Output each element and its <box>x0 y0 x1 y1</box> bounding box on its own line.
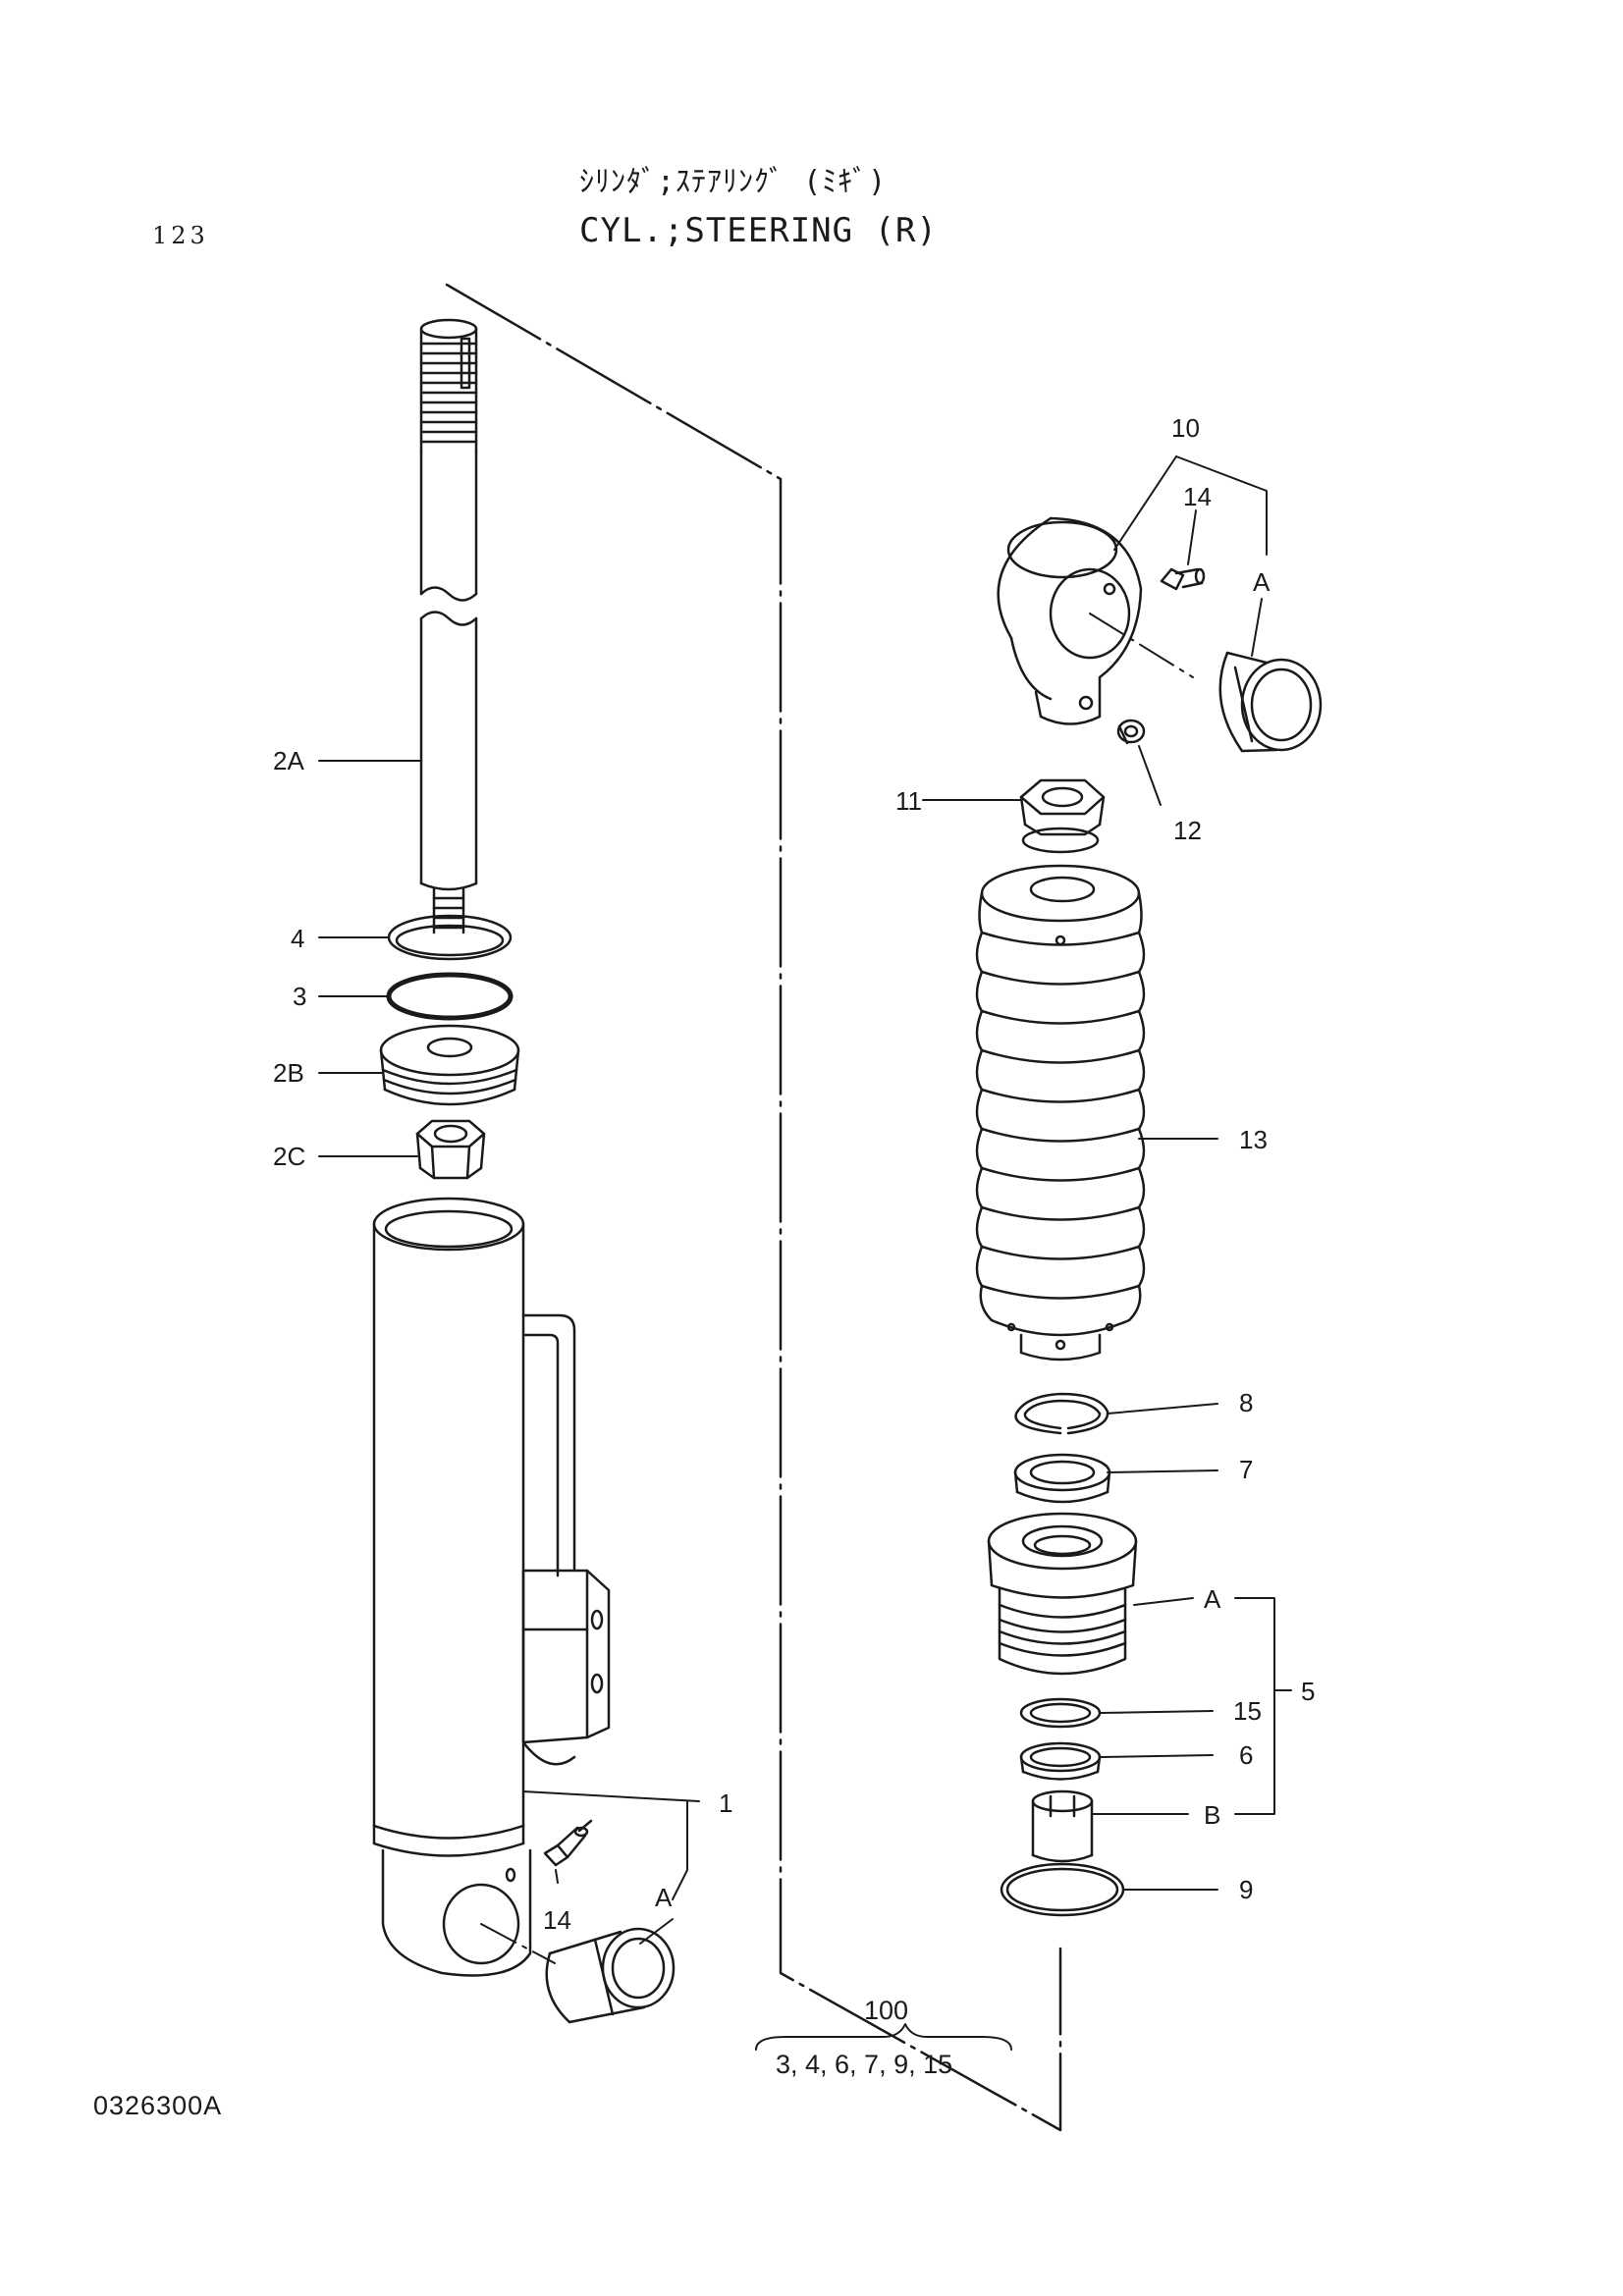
callout-11: 11 <box>895 786 922 816</box>
large-o-ring <box>1000 1862 1125 1917</box>
seal-ring <box>1019 1741 1102 1781</box>
callout-9: 9 <box>1239 1875 1253 1904</box>
callout-A-piston: A <box>1204 1584 1221 1614</box>
bushing-left <box>545 1927 676 2024</box>
callout-10: 10 <box>1171 413 1200 443</box>
lock-nut <box>1019 778 1106 854</box>
rod-seal <box>1013 1453 1111 1504</box>
callout-5: 5 <box>1301 1677 1315 1706</box>
title-japanese: ｼﾘﾝﾀﾞ;ｽﾃｱﾘﾝｸﾞ (ﾐｷﾞ) <box>579 165 888 199</box>
wear-ring <box>387 914 513 961</box>
kit-number: 100 <box>864 1996 908 2025</box>
callout-14-right: 14 <box>1183 482 1212 511</box>
backup-ring <box>1019 1697 1102 1729</box>
callout-7: 7 <box>1239 1455 1253 1484</box>
callout-B: B <box>1204 1800 1220 1830</box>
guide-bushing <box>1031 1789 1094 1863</box>
callout-A-left: A <box>655 1883 673 1912</box>
piston-rod <box>419 318 478 934</box>
callout-6: 6 <box>1239 1740 1253 1770</box>
callout-3: 3 <box>293 982 306 1011</box>
rod-eye <box>997 516 1143 725</box>
cylinder-tube <box>372 1197 611 1977</box>
kit-contents: 3, 4, 6, 7, 9, 15 <box>776 2050 952 2079</box>
set-screw <box>1116 719 1146 745</box>
dust-boot <box>975 864 1146 1362</box>
callout-4: 4 <box>291 924 304 953</box>
callout-1: 1 <box>719 1789 732 1818</box>
repair-kit-label: 100 3, 4, 6, 7, 9, 15 <box>776 1996 952 2079</box>
callout-14-left: 14 <box>543 1905 571 1935</box>
snap-ring <box>1014 1392 1109 1435</box>
callout-labels: 2A 4 3 2B 2C 1 A 14 10 14 A 11 12 13 8 7… <box>273 413 1315 1935</box>
callout-13: 13 <box>1239 1125 1268 1154</box>
piston <box>379 1024 520 1106</box>
drawing-number: 0326300A <box>93 2091 223 2120</box>
cylinder-head <box>987 1512 1138 1676</box>
callout-2A: 2A <box>273 746 304 775</box>
grease-fitting-left <box>543 1819 593 1867</box>
callout-8: 8 <box>1239 1388 1253 1417</box>
callout-A-top: A <box>1253 567 1271 597</box>
o-ring <box>386 972 514 1021</box>
assembly-guide-line <box>445 283 1062 2132</box>
piston-nut <box>415 1119 486 1180</box>
leader-lines <box>318 455 1292 2051</box>
callout-15: 15 <box>1233 1696 1262 1726</box>
callout-2B: 2B <box>273 1058 304 1088</box>
page-number: 123 <box>152 222 209 249</box>
callout-2C: 2C <box>273 1142 305 1171</box>
title-english: CYL.;STEERING (R) <box>579 211 938 250</box>
grease-fitting-right <box>1160 567 1206 591</box>
bushing-right <box>1218 651 1323 753</box>
callout-12: 12 <box>1173 816 1202 845</box>
